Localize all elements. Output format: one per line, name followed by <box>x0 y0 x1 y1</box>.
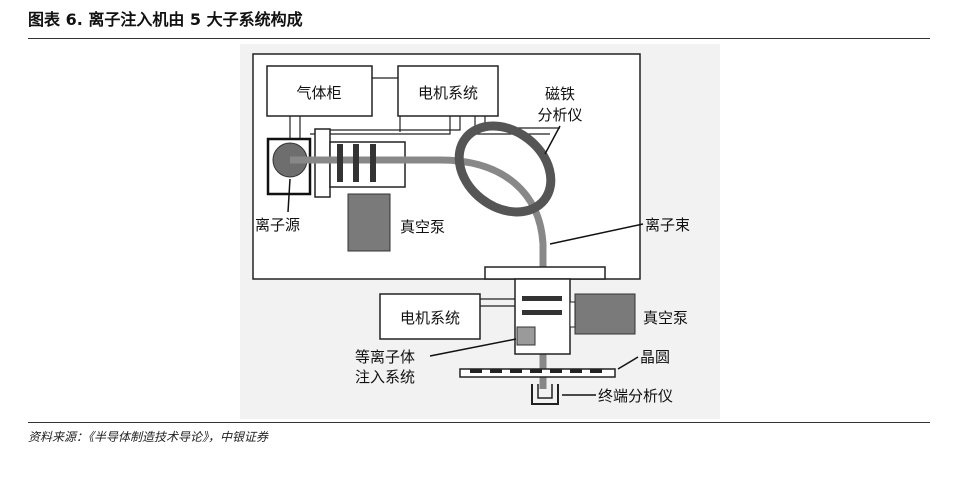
end-analyzer-label: 终端分析仪 <box>598 387 673 405</box>
magnet-label-line2: 分析仪 <box>537 106 582 124</box>
vacuum-pump-top-label: 真空泵 <box>400 218 445 236</box>
plasma-pointer <box>429 338 517 357</box>
gas-cabinet-label: 气体柜 <box>296 84 341 102</box>
plasma-source-block <box>516 326 536 346</box>
ion-beam-label: 离子束 <box>645 216 690 234</box>
bottom-connectors <box>480 298 515 307</box>
motor-system-top-box <box>397 65 499 117</box>
ion-source-pointer <box>287 178 291 213</box>
plasma-label-line2: 注入系统 <box>355 368 415 386</box>
source-rule <box>28 422 930 423</box>
motor-system-top-label: 电机系统 <box>418 84 478 102</box>
motor-system-bottom-box <box>379 293 481 340</box>
magnet-analyzer <box>454 121 556 217</box>
ion-beam-pointer <box>549 223 644 245</box>
plasma-label-line1: 等离子体 <box>355 348 415 366</box>
pump-flange <box>569 301 576 328</box>
motor-system-bottom-label: 电机系统 <box>400 309 460 327</box>
figure-source: 资料来源：《半导体制造技术导论》，中银证券 <box>28 430 269 444</box>
gas-cabinet-box <box>266 65 373 117</box>
vacuum-pump-right-label: 真空泵 <box>643 309 688 327</box>
ion-implanter-diagram: 气体柜 电机系统 <box>240 44 720 419</box>
caption-rule <box>28 38 930 39</box>
magnet-label-line1: 磁铁 <box>545 85 575 103</box>
wafer-pointer <box>617 356 639 370</box>
electrodes-bottom <box>522 296 562 315</box>
vacuum-pump-right <box>574 293 636 335</box>
end-analyzer-cup <box>531 384 559 405</box>
ion-beam-path <box>290 156 547 389</box>
figure-caption: 图表 6. 离子注入机由 5 大子系统构成 <box>28 10 303 29</box>
ion-source-label: 离子源 <box>255 216 300 234</box>
electrodes-top <box>337 144 376 182</box>
end-station-plate <box>484 266 606 280</box>
magnet-pointer <box>544 125 561 155</box>
wafer-label: 晶圆 <box>640 348 670 366</box>
vacuum-pump-top <box>347 193 391 252</box>
wafer-dies <box>470 369 602 373</box>
end-analyzer-inner <box>537 384 553 399</box>
